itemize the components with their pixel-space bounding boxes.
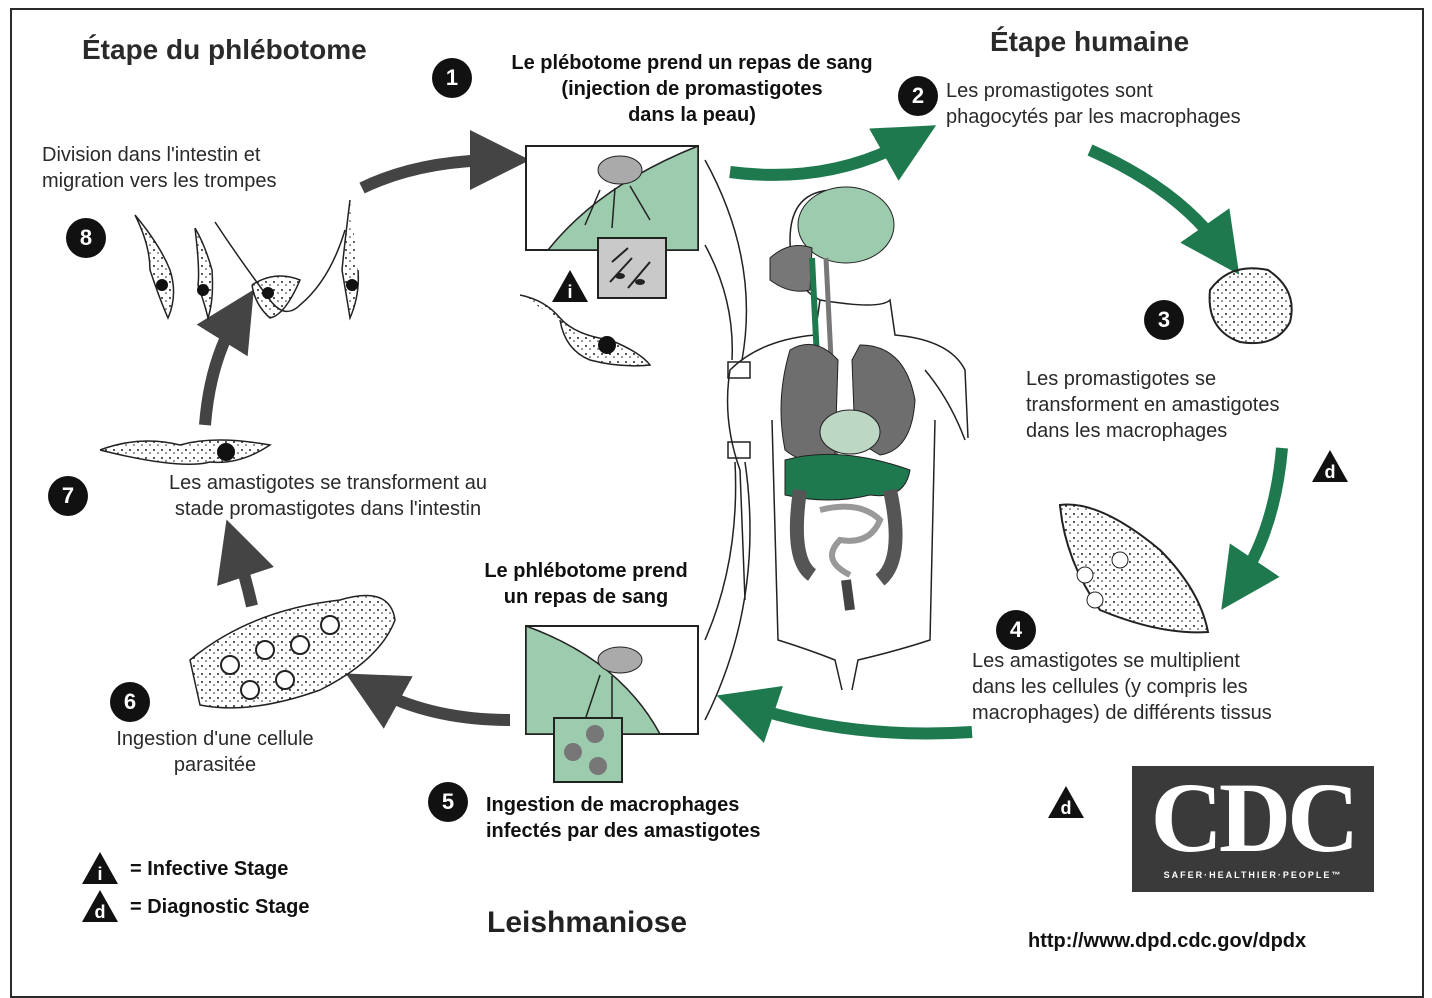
- arrow-6-to-7: [236, 548, 252, 606]
- step-8-label: Division dans l'intestin et migration ve…: [42, 142, 277, 194]
- svg-text:i: i: [567, 282, 572, 302]
- legend-diagnostic-label: = Diagnostic Stage: [130, 894, 310, 920]
- cdc-logo: CDC SAFER·HEALTHIER·PEOPLE™: [1132, 766, 1374, 892]
- legend-infective-label: = Infective Stage: [130, 856, 288, 882]
- diagnostic-stage-icon-logo: d: [1046, 784, 1086, 820]
- arrow-7-to-8: [205, 315, 238, 425]
- arrow-2-to-3: [1090, 150, 1222, 250]
- step-5-badge: 5: [428, 782, 468, 822]
- step-7-badge: 7: [48, 476, 88, 516]
- step-4-badge: 4: [996, 610, 1036, 650]
- arrow-1-to-2: [730, 140, 910, 175]
- arrow-4-to-5: [745, 705, 972, 733]
- step-4-label: Les amastigotes se multiplient dans les …: [972, 648, 1272, 726]
- svg-text:d: d: [1325, 462, 1336, 482]
- promastigote-infective: [520, 295, 650, 366]
- macrophage-cell: [1210, 268, 1292, 343]
- svg-text:d: d: [95, 902, 106, 922]
- step-2-badge: 2: [898, 76, 938, 116]
- step-1-label: Le plébotome prend un repas de sang (inj…: [472, 50, 912, 128]
- step-3-label: Les promastigotes se transforment en ama…: [1026, 366, 1279, 444]
- promastigotes-step8: [135, 200, 358, 318]
- step-3-badge: 3: [1144, 300, 1184, 340]
- arrow-5-to-6: [372, 688, 510, 720]
- step-5-label: Ingestion de macrophages infectés par de…: [486, 792, 761, 844]
- svg-text:d: d: [1061, 798, 1072, 818]
- source-url: http://www.dpd.cdc.gov/dpdx: [1028, 930, 1306, 953]
- cdc-logo-tagline: SAFER·HEALTHIER·PEOPLE™: [1132, 870, 1374, 880]
- diagram-title: Leishmaniose: [487, 906, 687, 940]
- promastigote-step7: [100, 440, 270, 464]
- sandfly-meal-label: Le phlébotome prend un repas de sang: [456, 558, 716, 610]
- heading-human-stage: Étape humaine: [990, 26, 1189, 58]
- svg-text:i: i: [97, 864, 102, 884]
- sandfly-bite-inset-bottom: [526, 626, 698, 782]
- infected-tissue: [1060, 505, 1208, 633]
- step-7-label: Les amastigotes se transforment au stade…: [120, 470, 536, 522]
- heading-sandfly-stage: Étape du phlébotome: [82, 34, 367, 66]
- cdc-logo-text: CDC: [1132, 768, 1374, 868]
- legend-diagnostic-icon: d: [80, 888, 120, 924]
- step-2-label: Les promastigotes sont phagocytés par le…: [946, 78, 1241, 130]
- step-6-label: Ingestion d'une cellule parasitée: [80, 726, 350, 778]
- step-1-badge: 1: [432, 58, 472, 98]
- parasitized-cells: [190, 596, 395, 708]
- legend-infective-icon: i: [80, 850, 120, 886]
- human-figure: [728, 187, 968, 690]
- diagnostic-stage-icon-step3: d: [1310, 448, 1350, 484]
- infective-stage-icon-step1: i: [550, 268, 590, 304]
- step-6-badge: 6: [110, 682, 150, 722]
- arrow-3-to-4: [1238, 448, 1282, 585]
- arrow-8-to-1: [362, 160, 500, 188]
- step-8-badge: 8: [66, 218, 106, 258]
